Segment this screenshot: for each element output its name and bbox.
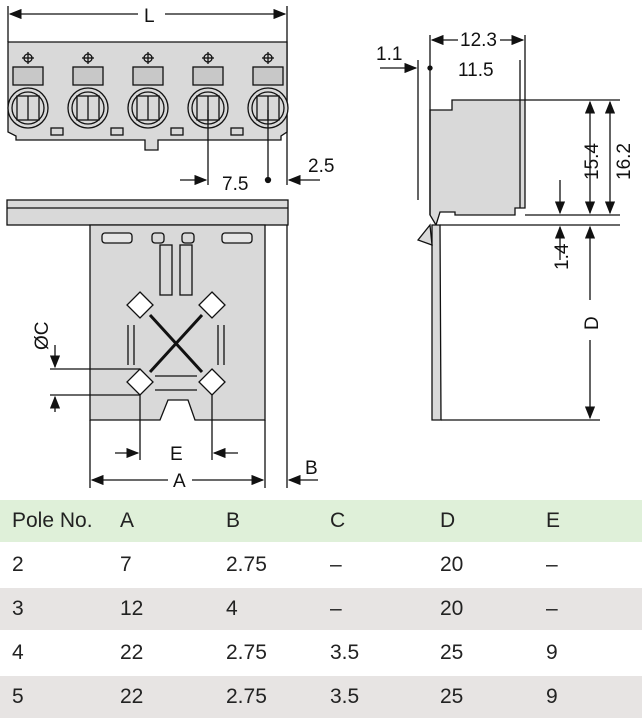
dimension-table: Pole No. A B C D E 2 7 2.75 – 20 – 3 12 4 – 20 – 4… (0, 500, 642, 718)
dim-11-5: 11.5 (458, 60, 494, 81)
cell: 2 (12, 553, 24, 576)
cell: 20 (440, 597, 464, 620)
cell: 3.5 (330, 685, 360, 708)
dimension-labels: L 7.5 2.5 1.1 12.3 11.5 15.4 16.2 1.4 D … (32, 6, 635, 492)
side-view (380, 34, 620, 421)
dim-pitch: 7.5 (222, 174, 248, 195)
cell: 5 (12, 685, 24, 708)
dim-B: B (305, 458, 318, 479)
pole-terminal (247, 52, 289, 129)
cell: 4 (12, 641, 24, 664)
cell: – (330, 597, 342, 620)
header-d: D (440, 509, 456, 532)
cell: 9 (546, 641, 558, 664)
table-header: Pole No. A B C D E (0, 500, 642, 543)
dim-16-2: 16.2 (614, 143, 635, 180)
latch-slot (50, 127, 64, 136)
cell: 12 (120, 597, 144, 620)
cell: – (546, 553, 558, 576)
latch-slot (110, 127, 124, 136)
dim-A: A (173, 471, 186, 492)
pole-terminal (187, 52, 229, 129)
pole-terminal (127, 52, 169, 129)
header-c: C (330, 509, 346, 532)
dimension-drawing: L 7.5 2.5 1.1 12.3 11.5 15.4 16.2 1.4 D … (6, 6, 635, 492)
cell: 20 (440, 553, 464, 576)
cell: 3 (12, 597, 24, 620)
cell: 4 (226, 597, 238, 620)
pole-terminal (67, 52, 109, 129)
dim-12-3: 12.3 (460, 30, 497, 51)
dim-C: ØC (32, 322, 53, 351)
cell: 9 (546, 685, 558, 708)
header-e: E (546, 509, 561, 532)
cell: 2.75 (226, 553, 267, 576)
cell: 2.75 (226, 641, 267, 664)
dim-15-4: 15.4 (582, 143, 603, 180)
dim-1-4: 1.4 (552, 243, 573, 270)
cell: 25 (440, 641, 464, 664)
cell: 7 (120, 553, 132, 576)
pole-terminal (7, 52, 49, 129)
dim-L: L (144, 6, 155, 27)
cell: – (330, 553, 342, 576)
cell: – (546, 597, 558, 620)
header-b: B (226, 509, 241, 532)
front-view (6, 199, 318, 488)
dim-edge: 2.5 (308, 156, 334, 177)
header-pole: Pole No. (12, 509, 93, 532)
table-row: 4 22 2.75 3.5 25 9 (0, 631, 642, 675)
top-view (7, 6, 320, 186)
cell: 2.75 (226, 685, 267, 708)
latch-slot (230, 127, 244, 136)
dim-D: D (582, 316, 603, 330)
dim-E: E (170, 444, 183, 465)
cell: 22 (120, 685, 144, 708)
table-row: 3 12 4 – 20 – (0, 587, 642, 631)
latch-slot (170, 127, 184, 136)
cell: 25 (440, 685, 464, 708)
cell: 3.5 (330, 641, 360, 664)
header-a: A (120, 509, 135, 532)
dim-1-1: 1.1 (376, 44, 402, 65)
table-row: 5 22 2.75 3.5 25 9 (0, 675, 642, 718)
table-row: 2 7 2.75 – 20 – (0, 543, 642, 587)
cell: 22 (120, 641, 144, 664)
